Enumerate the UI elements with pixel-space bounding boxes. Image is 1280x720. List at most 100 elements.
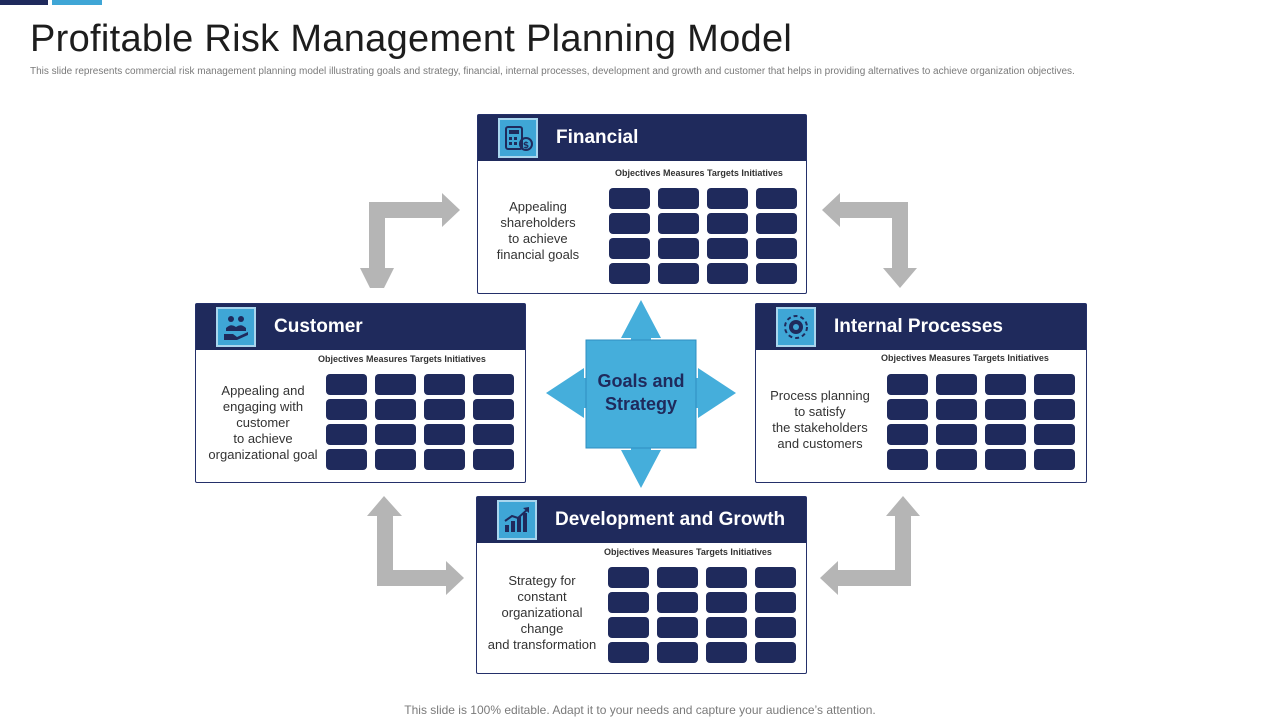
grid-cell [326, 374, 367, 395]
grid-cell [706, 642, 747, 663]
grid-cell [1034, 374, 1075, 395]
grid-cell [1034, 424, 1075, 445]
card-financial-columns: Objectives Measures Targets Initiatives [615, 168, 783, 178]
grid-cell [608, 567, 649, 588]
grid-cell [609, 238, 650, 259]
grid-cell [424, 399, 465, 420]
grid-cell [756, 213, 797, 234]
card-development-grid [608, 567, 796, 663]
card-development-title: Development and Growth [555, 509, 786, 530]
grid-cell [424, 374, 465, 395]
card-financial-text: Appealing shareholders to achieve financ… [496, 199, 580, 262]
grid-cell [473, 424, 514, 445]
grid-cell [887, 399, 928, 420]
grid-cell [755, 617, 796, 638]
grid-cell [936, 449, 977, 470]
card-financial-grid [609, 188, 797, 284]
grid-cell [608, 642, 649, 663]
grid-cell [1034, 449, 1075, 470]
card-customer-title: Customer [274, 316, 363, 337]
card-financial-title: Financial [556, 127, 639, 148]
grid-cell [424, 424, 465, 445]
card-customer-text: Appealing and engaging with customer to … [208, 383, 318, 462]
card-internal-text: Process planning to satisfy the stakehol… [770, 388, 870, 451]
card-development-header: Development and Growth [477, 497, 806, 543]
page-title: Profitable Risk Management Planning Mode… [30, 18, 793, 60]
grid-cell [473, 399, 514, 420]
card-customer-header: Customer [196, 304, 525, 350]
grid-cell [985, 374, 1026, 395]
grid-cell [706, 567, 747, 588]
grid-cell [658, 263, 699, 284]
card-internal-title: Internal Processes [834, 316, 1003, 337]
card-internal-processes: Internal Processes Objectives Measures T… [755, 303, 1087, 483]
cycle-arrow-bottom-left [367, 496, 464, 595]
top-accent-bar-navy [0, 0, 48, 5]
grid-cell [473, 374, 514, 395]
grid-cell [657, 592, 698, 613]
grid-cell [375, 399, 416, 420]
grid-cell [608, 592, 649, 613]
grid-cell [985, 449, 1026, 470]
goals-strategy-shape [546, 300, 736, 488]
card-development-text: Strategy for constant organizational cha… [487, 573, 597, 652]
calculator-money-icon: $ [498, 118, 538, 158]
grid-cell [707, 238, 748, 259]
cycle-arrow-top-right [822, 193, 917, 288]
cycle-arrow-top-left [360, 193, 460, 288]
grid-cell [707, 263, 748, 284]
grid-cell [707, 213, 748, 234]
grid-cell [936, 374, 977, 395]
grid-cell [887, 449, 928, 470]
grid-cell [936, 424, 977, 445]
grid-cell [609, 213, 650, 234]
grid-cell [985, 399, 1026, 420]
grid-cell [658, 213, 699, 234]
grid-cell [326, 399, 367, 420]
card-internal-columns: Objectives Measures Targets Initiatives [881, 353, 1049, 363]
footer-note: This slide is 100% editable. Adapt it to… [404, 703, 876, 717]
grid-cell [658, 188, 699, 209]
grid-cell [424, 449, 465, 470]
grid-cell [375, 374, 416, 395]
grid-cell [756, 263, 797, 284]
grid-cell [657, 642, 698, 663]
grid-cell [936, 399, 977, 420]
card-financial: $ Financial Objectives Measures Targets … [477, 114, 807, 294]
handshake-people-icon [216, 307, 256, 347]
grid-cell [985, 424, 1026, 445]
grid-cell [609, 188, 650, 209]
card-internal-header: Internal Processes [756, 304, 1086, 350]
grid-cell [755, 592, 796, 613]
grid-cell [755, 642, 796, 663]
grid-cell [756, 238, 797, 259]
grid-cell [887, 374, 928, 395]
grid-cell [608, 617, 649, 638]
cycle-arrow-bottom-right [820, 496, 920, 595]
grid-cell [326, 449, 367, 470]
goals-strategy-label: Goals and Strategy [597, 371, 685, 414]
grid-cell [887, 424, 928, 445]
grid-cell [657, 567, 698, 588]
card-development-columns: Objectives Measures Targets Initiatives [604, 547, 772, 557]
card-financial-header: $ Financial [478, 115, 806, 161]
grid-cell [657, 617, 698, 638]
grid-cell [706, 617, 747, 638]
card-customer-columns: Objectives Measures Targets Initiatives [318, 354, 486, 364]
card-internal-grid [887, 374, 1075, 470]
grid-cell [375, 449, 416, 470]
grid-cell [707, 188, 748, 209]
grid-cell [473, 449, 514, 470]
card-customer: Customer Objectives Measures Targets Ini… [195, 303, 526, 483]
grid-cell [375, 424, 416, 445]
growth-chart-icon [497, 500, 537, 540]
grid-cell [755, 567, 796, 588]
page-subtitle: This slide represents commercial risk ma… [30, 66, 1075, 77]
grid-cell [1034, 399, 1075, 420]
svg-text:$: $ [523, 141, 529, 151]
card-customer-grid [326, 374, 514, 470]
grid-cell [326, 424, 367, 445]
gear-process-icon [776, 307, 816, 347]
grid-cell [706, 592, 747, 613]
grid-cell [658, 238, 699, 259]
